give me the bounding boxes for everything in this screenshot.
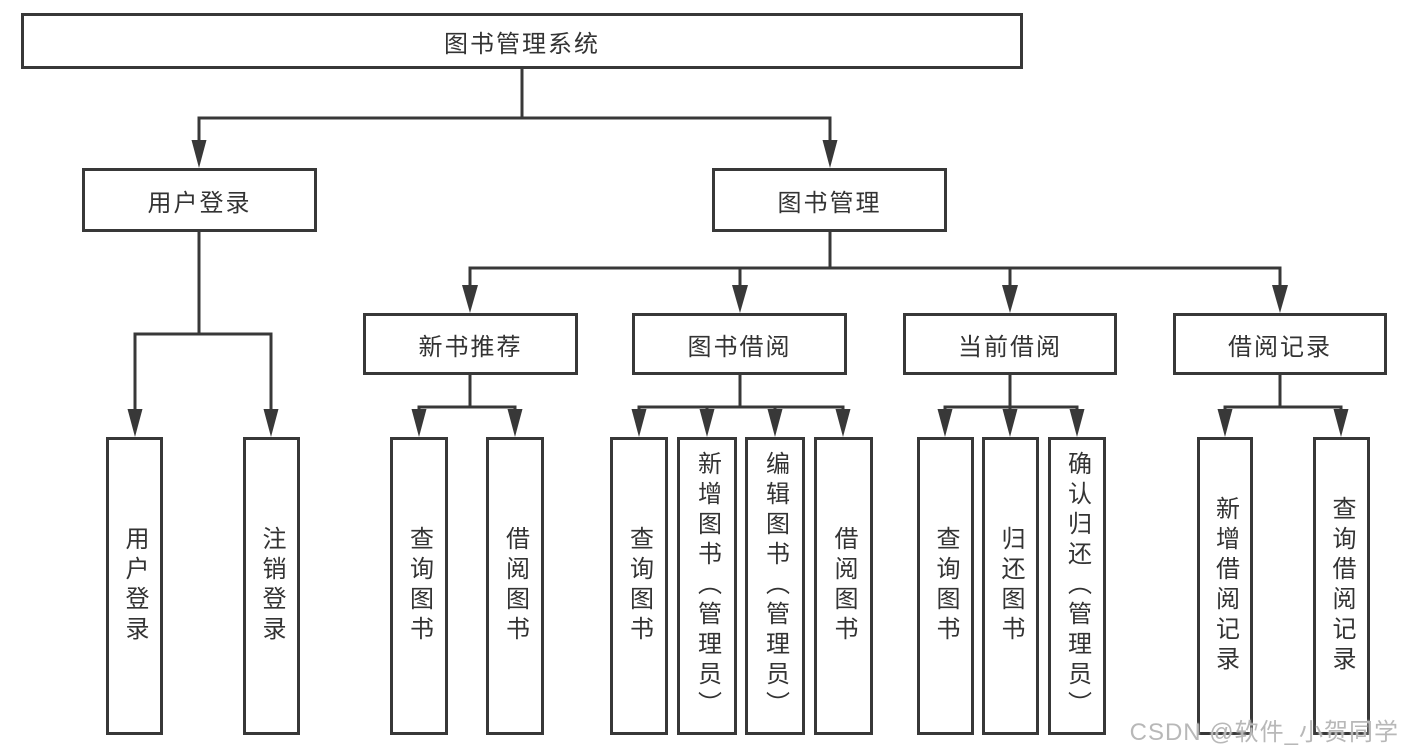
node-label: 查询图书 <box>932 526 959 646</box>
arrow-down-icon <box>1272 285 1288 313</box>
node-leaf-borrow-books: 借阅图书 <box>486 437 544 735</box>
arrow-down-icon <box>127 409 143 437</box>
node-leaf-query-borrow-record: 查询借阅记录 <box>1313 437 1370 735</box>
connector-book-borrow-fork <box>637 375 845 411</box>
node-borrowing-records: 借阅记录 <box>1173 313 1387 375</box>
node-label: 图书管理 <box>777 189 882 217</box>
arrow-down-icon <box>411 409 427 437</box>
connector-user-login-fork <box>133 232 273 410</box>
node-label: 借阅图书 <box>501 526 529 646</box>
node-leaf-query-books: 查询图书 <box>917 437 974 735</box>
connector-root-fork <box>197 69 832 141</box>
node-label: 借阅图书 <box>830 526 857 646</box>
node-label: 归还图书 <box>997 526 1024 646</box>
arrow-down-icon <box>699 409 715 437</box>
node-current-borrowing: 当前借阅 <box>903 313 1117 375</box>
node-label: 借阅记录 <box>1228 333 1332 361</box>
node-leaf-return-books: 归还图书 <box>982 437 1039 735</box>
csdn-watermark: CSDN @软件_小贺同学 <box>1129 719 1399 746</box>
arrow-down-icon <box>732 285 748 313</box>
node-label: 用户登录 <box>147 189 252 217</box>
arrow-down-icon <box>1002 285 1018 313</box>
node-label: 查询图书 <box>625 526 653 646</box>
arrow-down-icon <box>507 409 523 437</box>
arrow-down-icon <box>835 409 851 437</box>
node-leaf-query-books: 查询图书 <box>390 437 448 735</box>
arrow-down-icon <box>263 409 279 437</box>
arrow-down-icon <box>1002 409 1018 437</box>
node-leaf-logout: 注销登录 <box>243 437 300 735</box>
arrow-down-icon <box>1069 409 1085 437</box>
node-leaf-add-borrow-record: 新增借阅记录 <box>1197 437 1253 735</box>
arrow-down-icon <box>822 140 838 168</box>
node-leaf-user-login: 用户登录 <box>106 437 163 735</box>
arrow-down-icon <box>1333 409 1349 437</box>
node-leaf-edit-books-admin: 编辑图书（管理员） <box>745 437 805 735</box>
node-leaf-borrow-books: 借阅图书 <box>814 437 873 735</box>
arrow-down-icon <box>937 409 953 437</box>
node-library-system: 图书管理系统 <box>21 13 1023 69</box>
node-label: 新增借阅记录 <box>1211 496 1239 676</box>
node-leaf-add-books-admin: 新增图书（管理员） <box>677 437 737 735</box>
node-label: 用户登录 <box>121 526 148 646</box>
node-new-book-recommend: 新书推荐 <box>363 313 578 375</box>
arrow-down-icon <box>767 409 783 437</box>
connector-current-borrow-fork <box>943 375 1079 411</box>
node-label: 图书借阅 <box>687 333 792 361</box>
connector-new-books-fork <box>417 375 517 411</box>
arrow-down-icon <box>1217 409 1233 437</box>
arrow-down-icon <box>191 140 207 168</box>
node-label: 确认归还（管理员） <box>1063 451 1091 721</box>
node-label: 注销登录 <box>258 526 285 646</box>
node-book-management: 图书管理 <box>712 168 947 232</box>
arrow-down-icon <box>462 285 478 313</box>
node-label: 图书管理系统 <box>444 30 600 58</box>
node-book-borrowing: 图书借阅 <box>632 313 847 375</box>
connector-book-mgmt-fork <box>468 232 1282 286</box>
node-label: 新增图书（管理员） <box>693 451 721 721</box>
node-user-login-module: 用户登录 <box>82 168 317 232</box>
node-label: 新书推荐 <box>418 333 523 361</box>
connector-borrow-records-fork <box>1223 375 1343 411</box>
node-label: 编辑图书（管理员） <box>761 451 789 721</box>
node-leaf-query-books: 查询图书 <box>610 437 668 735</box>
node-label: 当前借阅 <box>958 333 1062 361</box>
node-label: 查询借阅记录 <box>1328 496 1355 676</box>
arrow-down-icon <box>631 409 647 437</box>
node-leaf-confirm-return-admin: 确认归还（管理员） <box>1048 437 1106 735</box>
node-label: 查询图书 <box>405 526 433 646</box>
